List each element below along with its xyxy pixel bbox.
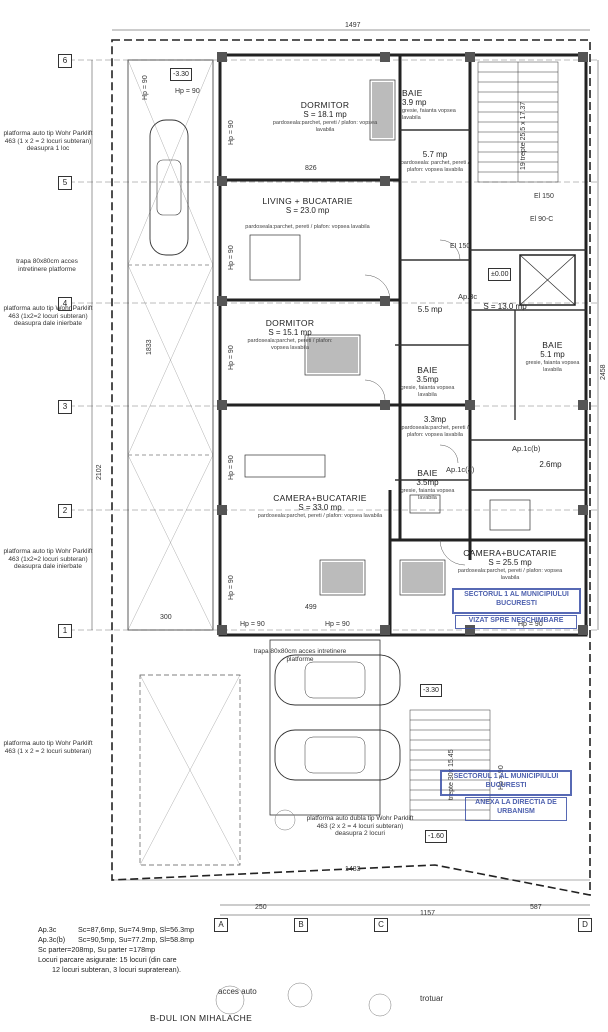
car-lower-1 bbox=[274, 654, 401, 706]
grid-row-1: 1 bbox=[58, 624, 72, 638]
lift-shaft bbox=[519, 254, 576, 306]
room-ap3c-area: S = 13.0 mp bbox=[483, 302, 527, 311]
note-platform-4: platforma auto tip Wohr Parklift 463 (1 … bbox=[3, 740, 93, 755]
hp-label: Hp = 90 bbox=[325, 621, 350, 628]
dim-2102: 2102 bbox=[96, 464, 103, 480]
stamp-sector-2: SECTORUL 1 AL MUNICIPIULUI BUCURESTI bbox=[440, 770, 572, 796]
top-dimension: 1497 bbox=[345, 22, 361, 29]
sidewalk-label: trotuar bbox=[420, 994, 444, 1003]
building-walls bbox=[218, 53, 588, 637]
dim-1157: 1157 bbox=[420, 910, 436, 917]
stamp-sector-1: SECTORUL 1 AL MUNICIPIULUI BUCURESTI bbox=[452, 588, 581, 614]
dim-499: 499 bbox=[305, 604, 317, 611]
note-platform-3: platforma auto tip Wohr Parklift 463 (1x… bbox=[3, 548, 93, 570]
dim-587: 587 bbox=[530, 904, 542, 911]
hp-label: Hp = 90 bbox=[142, 75, 149, 100]
dim-300: 300 bbox=[160, 614, 172, 621]
grid-row-2: 2 bbox=[58, 504, 72, 518]
hp-label: Hp = 90 bbox=[175, 88, 200, 95]
lower-parking-double bbox=[269, 639, 381, 816]
dim-2458: 2458 bbox=[600, 364, 607, 380]
street-name: B-DUL ION MIHALACHE bbox=[150, 1013, 253, 1023]
grid-row-6: 6 bbox=[58, 54, 72, 68]
site-boundary bbox=[111, 39, 591, 896]
lower-parking-left bbox=[139, 674, 241, 866]
car-top bbox=[149, 119, 189, 256]
note-trapa-1: trapa 80x80cm acces intretinere platform… bbox=[16, 258, 78, 273]
grid-col-b: B bbox=[294, 918, 308, 932]
hp-label: Hp = 90 bbox=[228, 245, 235, 270]
room-hall-4: 2.6mp bbox=[539, 460, 562, 469]
grid-row-3: 3 bbox=[58, 400, 72, 414]
note-platform-1: platforma auto tip Wohr Parklift 463 (1 … bbox=[3, 130, 93, 152]
dim-1833: 1833 bbox=[146, 339, 153, 355]
dim-1483: 1483 bbox=[345, 866, 361, 873]
dim-250: 250 bbox=[255, 904, 267, 911]
car-lower-2 bbox=[274, 729, 401, 781]
hp-label: Hp = 90 bbox=[240, 621, 265, 628]
access-auto-label: acces auto bbox=[218, 987, 257, 996]
hp-label: Hp = 90 bbox=[518, 621, 543, 628]
lift-label-el150: El 150 bbox=[534, 193, 554, 200]
grid-row-5: 5 bbox=[58, 176, 72, 190]
hp-label: Hp = 90 bbox=[228, 345, 235, 370]
dim-826: 826 bbox=[305, 165, 317, 172]
stair-label: 19 trepte 25.5 x 17.37 bbox=[520, 101, 527, 170]
lift-label-el90: El 90-C bbox=[530, 216, 554, 223]
lift-label-ei150: EI 150 bbox=[450, 243, 471, 250]
level-box-top: -3.30 bbox=[170, 68, 192, 81]
level-box-zero: ±0.00 bbox=[488, 268, 512, 281]
stair-hatch bbox=[477, 61, 559, 183]
stamp-vizat: VIZAT SPRE NESCHIMBARE bbox=[455, 615, 577, 629]
room-hall-2: 5.5 mp bbox=[417, 305, 443, 314]
hp-label: Hp = 90 bbox=[228, 575, 235, 600]
grid-row-4: 4 bbox=[58, 297, 72, 311]
apartment-3c-label: Ap.3c bbox=[458, 292, 478, 301]
parking-strip bbox=[127, 59, 214, 631]
hp-label: Hp = 90 bbox=[228, 120, 235, 145]
level-box-lower-right: -1.60 bbox=[425, 830, 447, 843]
grid-col-c: C bbox=[374, 918, 388, 932]
level-box-lower: -3.30 bbox=[420, 684, 442, 697]
hp-label: Hp = 90 bbox=[228, 455, 235, 480]
apartment-1ca-label: Ap.1c(a) bbox=[446, 465, 475, 474]
note-trapa-2: trapa 80x80cm acces intretinere platform… bbox=[253, 648, 347, 663]
note-platform-double: platforma auto dubla tip Wohr Parklift 4… bbox=[306, 815, 414, 837]
apartment-1cb-label: Ap.1c(b) bbox=[512, 444, 541, 453]
grid-col-d: D bbox=[578, 918, 592, 932]
stamp-anexa: ANEXA LA DIRECTIA DE URBANISM bbox=[465, 797, 567, 821]
grid-col-a: A bbox=[214, 918, 228, 932]
note-platform-2: platforma auto tip Wohr Parklift 463 (1x… bbox=[3, 305, 93, 327]
